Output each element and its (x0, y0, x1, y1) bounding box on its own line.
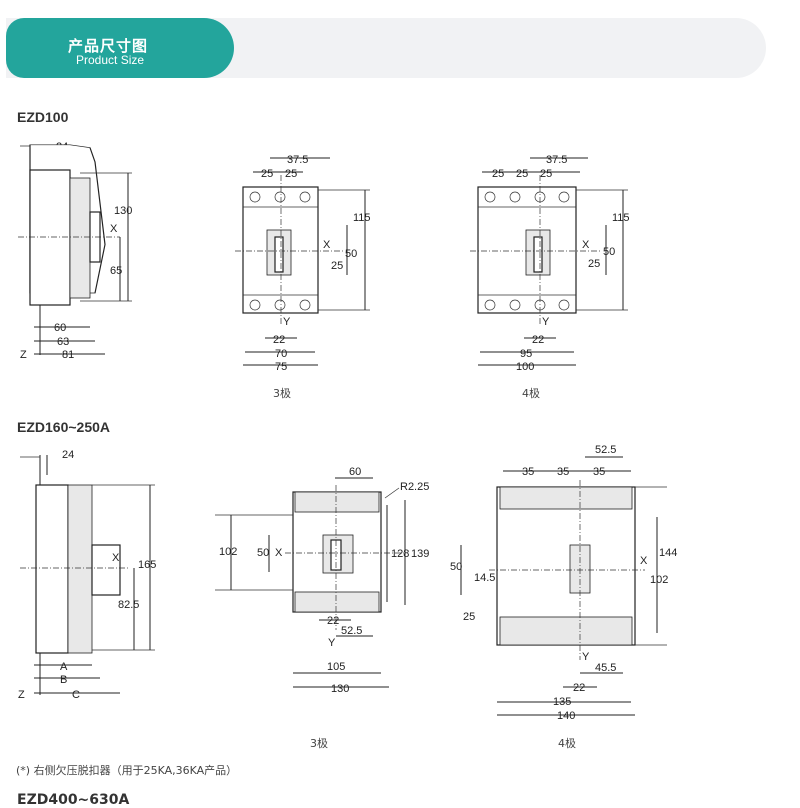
axis-label: X (110, 223, 118, 235)
dim-label: 82.5 (118, 599, 139, 611)
dim-label: 22 (573, 682, 585, 694)
dim-label: 140 (557, 710, 575, 722)
dim-label: B (60, 674, 67, 686)
dim-label: 75 (275, 361, 287, 373)
dim-label: 25 (261, 168, 273, 180)
dim-label: 100 (516, 361, 534, 373)
header-pill: 产品尺寸图 Product Size (6, 18, 234, 78)
axis-label: X (275, 547, 283, 559)
dim-label: 22 (532, 334, 544, 346)
ezd100-side-view: 24 130 X 65 60 63 81 Z (18, 141, 132, 361)
dim-label: 22 (273, 334, 285, 346)
axis-label: Z (20, 349, 27, 361)
caption-3pole: 3极 (273, 387, 291, 400)
ezd160-side-view: 24 165 X 82.5 A B C Z (18, 449, 156, 701)
dim-label: 52.5 (341, 625, 362, 637)
dim-label: 37.5 (287, 154, 308, 166)
dim-label: 63 (57, 336, 69, 348)
dim-label: 37.5 (546, 154, 567, 166)
dim-label: 22 (327, 615, 339, 627)
dim-label: 14.5 (474, 572, 495, 584)
dim-label: 65 (110, 265, 122, 277)
dim-label: 25 (492, 168, 504, 180)
caption-4pole: 4极 (522, 387, 540, 400)
axis-label: Y (542, 316, 550, 328)
dim-label: 45.5 (595, 662, 616, 674)
dim-label: 52.5 (595, 444, 616, 456)
caption-4pole: 4极 (558, 737, 576, 750)
dim-label: C (72, 689, 80, 701)
dim-label: 50 (257, 547, 269, 559)
dim-label: 25 (588, 258, 600, 270)
dim-label: 95 (520, 348, 532, 360)
dim-label: 24 (62, 449, 74, 461)
axis-label: Y (582, 651, 590, 663)
section-title-next: EZD400~630A (17, 792, 130, 808)
dim-label: 102 (219, 546, 237, 558)
dim-label: 60 (349, 466, 361, 478)
dim-label: 25 (540, 168, 552, 180)
dim-label: 144 (659, 547, 677, 559)
dim-label: 35 (557, 466, 569, 478)
header-title: 产品尺寸图 (68, 37, 149, 55)
axis-label: X (640, 555, 648, 567)
dim-label: R2.25 (400, 481, 429, 493)
dim-label: 81 (62, 349, 74, 361)
dim-label: 25 (516, 168, 528, 180)
dim-label: 60 (54, 322, 66, 334)
ezd160-3pole-view: 60 R2.25 102 50 X 128 139 22 52.5 Y 105 … (215, 466, 429, 695)
dim-label: 165 (138, 559, 156, 571)
axis-label: Z (18, 689, 25, 701)
dim-label: 115 (353, 212, 371, 224)
dim-label: 25 (463, 611, 475, 623)
dim-label: 115 (612, 212, 630, 224)
dim-label: 35 (593, 466, 605, 478)
dim-label: 50 (450, 561, 462, 573)
dim-label: 25 (285, 168, 297, 180)
ezd100-3pole-view: 37.5 25 25 115 X 50 25 Y 22 70 75 (235, 154, 371, 373)
axis-label: Y (328, 637, 336, 649)
header-subtitle: Product Size (76, 53, 145, 67)
axis-label: X (112, 552, 120, 564)
caption-3pole: 3极 (310, 737, 328, 750)
dim-label: 50 (603, 246, 615, 258)
ezd160-4pole-view: 52.5 35 35 35 144 X 102 50 14.5 25 Y 45.… (450, 444, 677, 722)
axis-label: X (582, 239, 590, 251)
dim-label: 130 (331, 683, 349, 695)
axis-label: Y (283, 316, 291, 328)
axis-label: X (323, 239, 331, 251)
dim-label: 50 (345, 248, 357, 260)
dim-label: 139 (411, 548, 429, 560)
dim-label: 128 (391, 548, 409, 560)
section-title-ezd160: EZD160~250A (17, 419, 111, 435)
dim-label: 135 (553, 696, 571, 708)
dim-label: 105 (327, 661, 345, 673)
dim-label: 25 (331, 260, 343, 272)
ezd100-4pole-view: 37.5 25 25 25 115 X 50 25 Y 22 95 100 (470, 154, 630, 373)
dim-label: 70 (275, 348, 287, 360)
footnote: (*) 右侧欠压脱扣器（用于25KA,36KA产品） (16, 764, 238, 777)
dim-label: 102 (650, 574, 668, 586)
section-title-ezd100: EZD100 (17, 109, 69, 125)
dim-label: 35 (522, 466, 534, 478)
dim-label: A (60, 661, 68, 673)
dim-label: 130 (114, 205, 132, 217)
